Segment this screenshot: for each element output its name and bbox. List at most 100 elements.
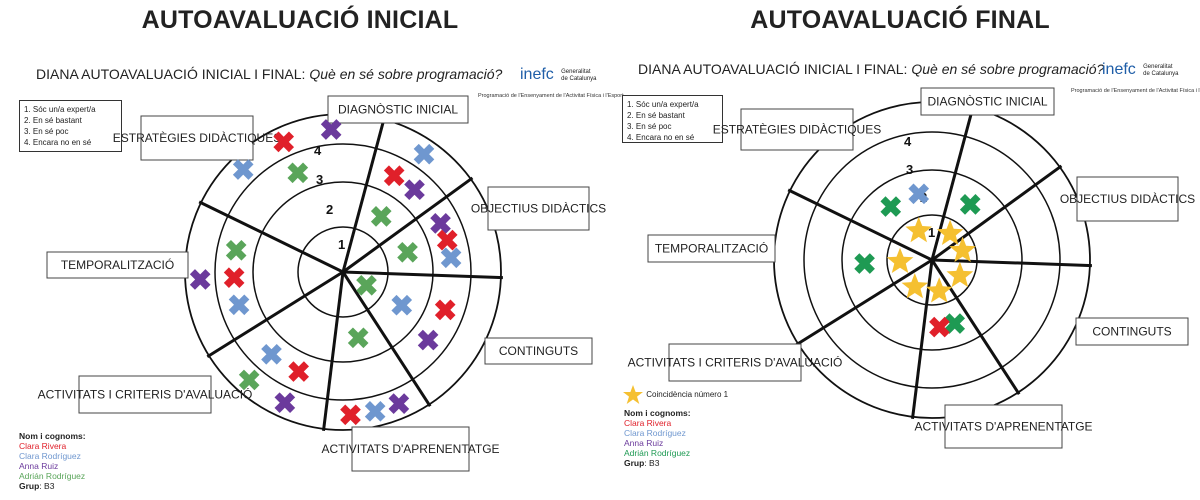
ring-number-4: 4 [314,143,322,158]
name-adrian-rodriguez: Adrián Rodríguez [19,471,86,481]
svg-text:DIAGNÒSTIC INICIAL: DIAGNÒSTIC INICIAL [338,102,458,117]
cross-mark-adrian-rodriguez [287,162,309,184]
cross-mark-clara-rodriguez [232,159,254,180]
cross-mark-clara-rodriguez [440,247,462,269]
initial-names-list: Nom i cognoms: Clara Rivera Clara Rodríg… [19,431,86,491]
cross-mark-clara-rivera [929,316,950,338]
cross-mark-adrian-rodriguez [854,253,875,274]
category-label-activitats-d-aprenentatge: ACTIVITATS D'APRENENTATGE [914,404,1093,449]
star-mark-temporalitzacio [886,247,914,273]
svg-text:OBJECTIUS DIDÀCTICS: OBJECTIUS DIDÀCTICS [1060,191,1195,206]
sector-divider [930,105,975,261]
cross-mark-anna-ruiz [404,179,425,201]
cross-mark-adrian-rodriguez [959,194,981,215]
category-label-diagnostic-inicial: DIAGNÒSTIC INICIAL [920,87,1055,116]
ring-number-4: 4 [904,134,912,149]
star-mark-objectius-didactics [949,236,976,262]
name-adrian-rodriguez: Adrián Rodríguez [624,448,691,458]
ring-number-3: 3 [316,172,323,187]
name-anna-ruiz: Anna Ruiz [19,461,59,471]
program-text: Programació de l'Ensenyament de l'Activi… [1071,88,1200,94]
cross-mark-anna-ruiz [274,392,296,413]
svg-text:ESTRATÈGIES DIDÀCTIQUES: ESTRATÈGIES DIDÀCTIQUES [113,130,281,145]
cross-mark-adrian-rodriguez [347,327,369,349]
level-key: 1. Sóc un/a expert/a 2. En sé bastant 3.… [622,95,723,143]
sector-divider [931,164,1063,262]
group-line: Grup: B3 [624,458,660,468]
category-label-continguts: CONTINGUTS [484,337,593,365]
star-mark-activitats-d-aprenentatge [925,277,953,303]
cross-mark-adrian-rodriguez [370,206,392,227]
svg-text:CONTINGUTS: CONTINGUTS [1092,325,1171,339]
cross-mark-clara-rodriguez [413,143,435,165]
sector-divider [341,271,432,408]
sector-divider [930,259,1021,396]
cross-mark-adrian-rodriguez [356,274,377,296]
star-icon [623,385,643,404]
subtitle-main: DIANA AUTOAVALUACIÓ INICIAL I FINAL: [36,66,306,82]
ring-2 [841,169,1023,351]
cross-mark-clara-rivera [383,165,405,187]
cross-mark-anna-ruiz [320,119,342,140]
star-mark-activitats-i-criteris-d-avaluacio [901,273,929,299]
cross-mark-anna-ruiz [417,329,439,351]
name-anna-ruiz: Anna Ruiz [624,438,664,448]
cross-mark-anna-ruiz [189,269,211,290]
level-key: 1. Sóc un/a expert/a 2. En sé bastant 3.… [19,100,122,152]
category-label-estrategies-didactiques: ESTRATÈGIES DIDÀCTIQUES [713,108,881,151]
star-legend: Coincidència número 1 [622,384,728,406]
sector-divider [206,270,344,359]
cross-mark-adrian-rodriguez [397,241,418,263]
category-label-activitats-i-criteris-d-avaluacio: ACTIVITATS I CRITERIS D'AVALUACIÓ [628,343,843,382]
svg-text:TEMPORALITZACIÓ: TEMPORALITZACIÓ [61,257,174,272]
subtitle-question: Què en sé sobre programació? [309,66,503,82]
cross-mark-clara-rivera [288,361,309,382]
cross-mark-clara-rodriguez [391,294,413,316]
ring-2 [252,181,434,363]
svg-text:ACTIVITATS I CRITERIS D'AVALUA: ACTIVITATS I CRITERIS D'AVALUACIÓ [38,387,253,402]
svg-text:ESTRATÈGIES DIDÀCTIQUES: ESTRATÈGIES DIDÀCTIQUES [713,122,881,137]
sector-divider [198,200,344,274]
ring-1 [886,214,978,306]
program-text: Programació de l'Ensenyament de l'Activi… [478,93,624,99]
category-label-activitats-d-aprenentatge: ACTIVITATS D'APRENENTATGE [321,426,500,472]
category-label-diagnostic-inicial: DIAGNÒSTIC INICIAL [327,95,469,124]
cross-mark-adrian-rodriguez [944,313,966,334]
final-title: AUTOAVALUACIÓ FINAL [750,6,1050,34]
ring-number-1: 1 [338,237,345,252]
cross-mark-adrian-rodriguez [880,196,902,217]
sector-divider [787,188,933,262]
ring-3 [214,143,472,401]
final-names-list: Nom i cognoms: Clara Rivera Clara Rodríg… [624,408,691,468]
final-panel: AUTOAVALUACIÓ FINAL DIANA AUTOAVALUACIÓ … [600,0,1200,500]
svg-text:TEMPORALITZACIÓ: TEMPORALITZACIÓ [655,241,768,256]
sector-divider [322,271,345,431]
cross-mark-clara-rodriguez [364,401,386,422]
ring-number-1: 1 [928,225,935,240]
svg-text:ACTIVITATS D'APRENENTATGE: ACTIVITATS D'APRENENTATGE [914,420,1092,434]
sector-divider [342,176,474,274]
cross-mark-clara-rivera [223,267,245,289]
name-clara-rivera: Clara Rivera [19,441,67,451]
category-label-temporalitzacio: TEMPORALITZACIÓ [46,251,189,279]
cross-mark-anna-ruiz [430,213,451,234]
category-label-temporalitzacio: TEMPORALITZACIÓ [647,234,776,263]
category-label-continguts: CONTINGUTS [1075,317,1189,346]
svg-text:ACTIVITATS I CRITERIS D'AVALUA: ACTIVITATS I CRITERIS D'AVALUACIÓ [628,355,843,370]
svg-text:ACTIVITATS D'APRENENTATGE: ACTIVITATS D'APRENENTATGE [321,442,499,456]
cross-mark-clara-rivera [434,299,456,321]
star-mark-estrategies-didactiques [905,216,932,243]
svg-text:CONTINGUTS: CONTINGUTS [499,344,578,358]
ring-number-3: 3 [906,162,913,177]
cross-mark-adrian-rodriguez [238,369,260,391]
initial-subtitle: DIANA AUTOAVALUACIÓ INICIAL I FINAL: Què… [36,66,502,82]
group-line: Grup: B3 [19,481,55,491]
final-subtitle: DIANA AUTOAVALUACIÓ INICIAL I FINAL: Què… [638,61,1104,77]
sector-divider [931,258,1092,268]
